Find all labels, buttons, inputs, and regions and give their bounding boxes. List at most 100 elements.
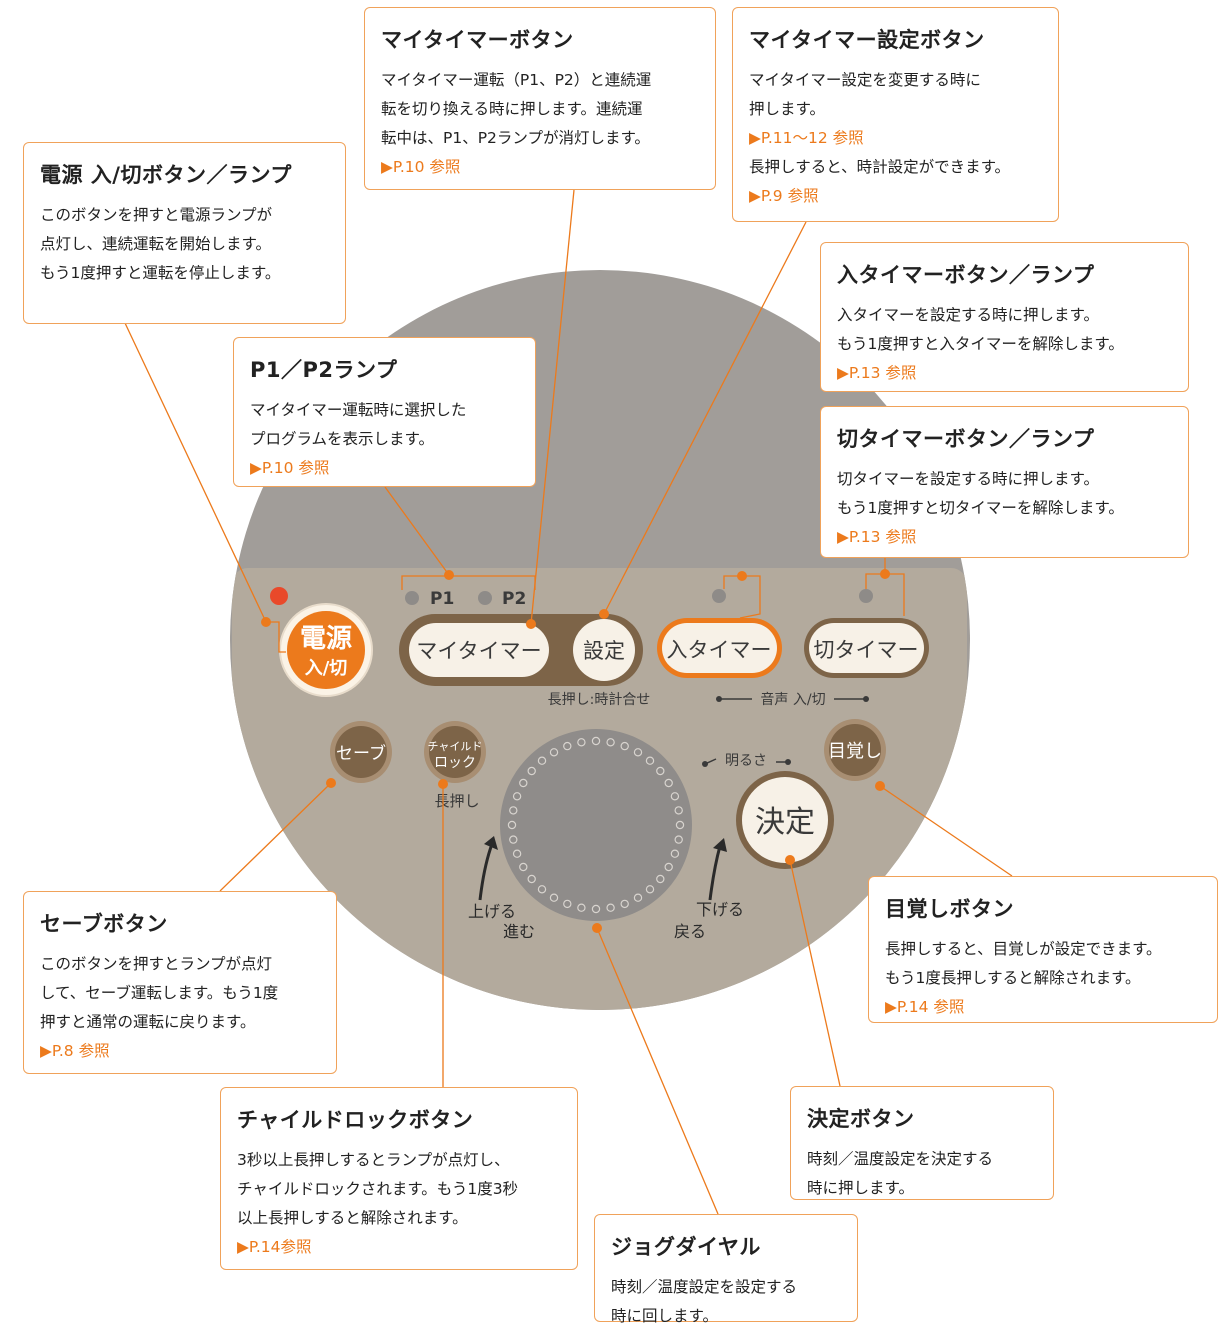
p1-label: P1 <box>430 589 454 609</box>
callout-mytimer-line-3: 転中は、P1、P2ランプが消灯します。 <box>381 129 650 147</box>
callout-in-timer-line-1: 入タイマーを設定する時に押します。 <box>837 306 1099 324</box>
dial-dot <box>656 874 665 884</box>
dial-dot <box>674 806 683 815</box>
callout-in-timer-line-2: もう1度押すと入タイマーを解除します。 <box>837 335 1124 353</box>
callout-childlock-title: チャイルドロックボタン <box>237 1108 474 1132</box>
dial-dot <box>645 885 655 894</box>
callout-mytimer-set-ref[interactable]: ▶P.11〜12 参照 <box>749 129 864 147</box>
save-button-label: セーブ <box>336 743 386 764</box>
wake-button-label: 目覚し <box>828 741 882 762</box>
power-button-label-2: 入/切 <box>305 658 348 679</box>
callout-decide-line-2: 時に押します。 <box>807 1179 914 1197</box>
settei-button[interactable]: 設定 <box>573 619 635 681</box>
mytimer-button[interactable]: マイタイマー <box>409 623 549 677</box>
callout-wake: 目覚しボタン 長押しすると、目覚しが設定できます。 もう1度長押しすると解除され… <box>868 876 1218 1023</box>
callout-mytimer-ref[interactable]: ▶P.10 参照 <box>381 158 461 176</box>
dial-dot <box>549 748 559 757</box>
off-timer-lamp <box>859 589 873 603</box>
callout-save-line-1: このボタンを押すとランプが点灯 <box>40 955 273 973</box>
callout-mytimer-set-line-1: マイタイマー設定を変更する時に <box>749 71 981 89</box>
power-button[interactable]: 電源 入/切 <box>279 603 373 697</box>
callout-p1p2-title: P1／P2ランプ <box>250 358 398 382</box>
callout-jog-line-2: 時に回します。 <box>611 1307 718 1325</box>
p2-label: P2 <box>502 589 526 609</box>
dial-dot <box>537 756 547 765</box>
dial-dot <box>674 835 683 844</box>
callout-wake-ref[interactable]: ▶P.14 参照 <box>885 998 965 1016</box>
leader-lines <box>124 189 1013 1215</box>
callout-p1p2-ref[interactable]: ▶P.10 参照 <box>250 459 330 477</box>
brightness-label: 明るさ <box>725 753 767 769</box>
dial-dot <box>656 766 665 776</box>
dial-dot <box>645 756 655 765</box>
voice-label: 音声 入/切 <box>760 691 825 708</box>
down-label-1: 下げる <box>696 900 744 919</box>
off-timer-button[interactable]: 切タイマー <box>804 618 929 678</box>
callout-off-timer-ref[interactable]: ▶P.13 参照 <box>837 528 917 546</box>
callout-power: 電源 入/切ボタン／ランプ このボタンを押すと電源ランプが 点灯し、連続運転を開… <box>23 142 346 324</box>
callout-childlock-line-2: チャイルドロックされます。もう1度3秒 <box>237 1180 519 1198</box>
dial-dot <box>606 738 615 747</box>
down-label-2: 戻る <box>674 922 706 941</box>
wake-button[interactable]: 目覚し <box>824 719 886 781</box>
dial-dot <box>606 903 615 912</box>
callout-childlock-line-1: 3秒以上長押しするとランプが点灯し、 <box>237 1151 510 1169</box>
callout-mytimer-title: マイタイマーボタン <box>381 28 574 52</box>
callout-wake-line-1: 長押しすると、目覚しが設定できます。 <box>885 940 1162 958</box>
dial-dot <box>591 904 601 914</box>
callout-p1p2-line-2: プログラムを表示します。 <box>250 430 434 448</box>
dial-dot <box>519 862 528 872</box>
callout-mytimer: マイタイマーボタン マイタイマー運転（P1、P2）と連続運 転を切り換える時に押… <box>364 7 716 190</box>
up-arrow-head-icon <box>484 836 498 850</box>
callout-mytimer-set-line-3: 長押しすると、時計設定ができます。 <box>749 158 1011 176</box>
long-press-label: 長押し <box>434 792 479 810</box>
off-timer-button-label: 切タイマー <box>814 638 919 662</box>
leader-dots <box>261 569 890 933</box>
dial-dot <box>509 806 518 815</box>
callout-mytimer-line-1: マイタイマー運転（P1、P2）と連続運 <box>381 71 652 89</box>
callout-wake-title: 目覚しボタン <box>885 897 1014 921</box>
dial-dot <box>549 893 559 902</box>
save-button[interactable]: セーブ <box>330 721 392 783</box>
callout-off-timer-line-2: もう1度押すと切タイマーを解除します。 <box>837 499 1124 517</box>
settei-button-label: 設定 <box>583 639 625 663</box>
dial-dot <box>670 792 680 801</box>
dial-dot <box>563 899 572 909</box>
callout-save-ref[interactable]: ▶P.8 参照 <box>40 1042 110 1060</box>
callout-off-timer: 切タイマーボタン／ランプ 切タイマーを設定する時に押します。 もう1度押すと切タ… <box>820 406 1189 558</box>
in-timer-button[interactable]: 入タイマー <box>657 618 782 678</box>
dial-dot <box>512 849 522 858</box>
jog-dial-dots <box>507 736 685 914</box>
childlock-button-label-2: ロック <box>434 755 476 771</box>
dial-dot <box>675 820 685 830</box>
callout-mytimer-set: マイタイマー設定ボタン マイタイマー設定を変更する時に 押します。 ▶P.11〜… <box>732 7 1059 222</box>
long-press-clock-label: 長押し:時計合せ <box>548 692 651 708</box>
jog-dial[interactable] <box>500 729 692 921</box>
callout-p1p2: P1／P2ランプ マイタイマー運転時に選択した プログラムを表示します。 ▶P.… <box>233 337 536 487</box>
voice-indicator: 音声 入/切 <box>716 691 869 708</box>
callout-mytimer-set-ref-2[interactable]: ▶P.9 参照 <box>749 187 819 205</box>
dial-dot <box>633 748 643 757</box>
dial-dot <box>577 738 586 747</box>
in-timer-button-label: 入タイマー <box>667 638 772 662</box>
decide-button[interactable]: 決定 <box>736 771 834 869</box>
callout-p1p2-line-1: マイタイマー運転時に選択した <box>250 401 467 419</box>
callout-power-line-3: もう1度押すと運転を停止します。 <box>40 264 281 282</box>
dial-dot <box>577 903 586 912</box>
dial-dot <box>633 893 643 902</box>
dial-dot <box>664 862 673 872</box>
down-arrow-head-icon <box>713 838 727 852</box>
childlock-button[interactable]: チャイルド ロック <box>424 721 486 783</box>
callout-childlock-ref[interactable]: ▶P.14参照 <box>237 1238 312 1256</box>
callout-off-timer-line-1: 切タイマーを設定する時に押します。 <box>837 470 1099 488</box>
callout-save-line-2: して、セーブ運転します。もう1度 <box>40 984 279 1002</box>
callout-in-timer: 入タイマーボタン／ランプ 入タイマーを設定する時に押します。 もう1度押すと入タ… <box>820 242 1189 392</box>
dial-dot <box>563 741 572 751</box>
callout-mytimer-set-line-2: 押します。 <box>749 100 825 118</box>
dial-dot <box>527 766 536 776</box>
callout-in-timer-title: 入タイマーボタン／ランプ <box>837 263 1095 287</box>
dial-dot <box>527 874 536 884</box>
up-label-2: 進む <box>503 922 535 941</box>
childlock-button-label-1: チャイルド <box>428 740 483 753</box>
callout-in-timer-ref[interactable]: ▶P.13 参照 <box>837 364 917 382</box>
